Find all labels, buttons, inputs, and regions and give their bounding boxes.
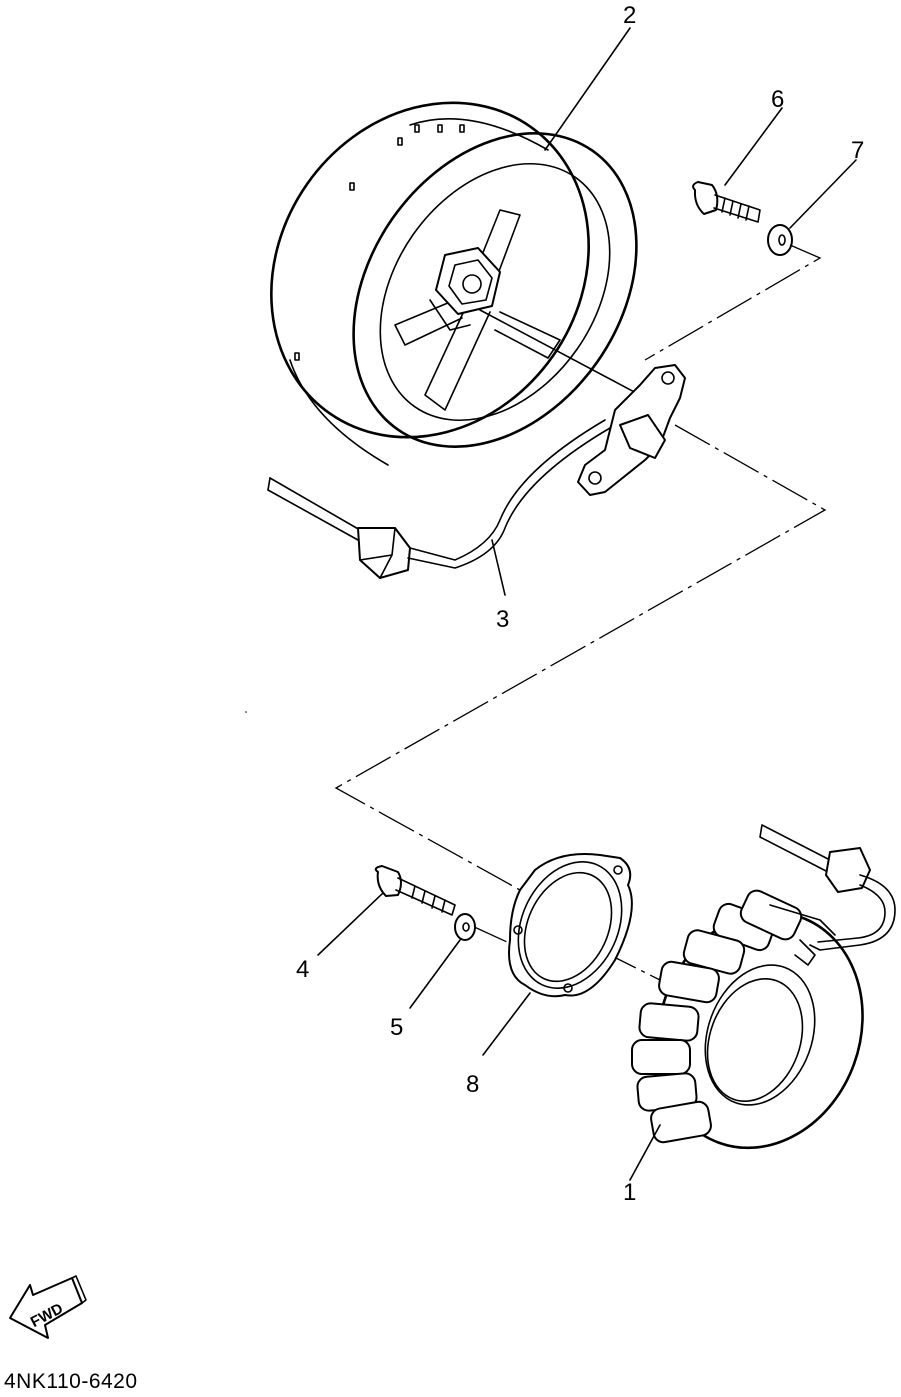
- leader-line-4: [317, 892, 384, 956]
- washer-7: [767, 224, 793, 256]
- diagram-code: 4NK110-6420: [4, 1370, 138, 1392]
- assembly-line-upper: [644, 244, 822, 361]
- rotor-flywheel: [270, 101, 638, 466]
- callout-4: 4: [296, 956, 309, 983]
- stator-coil-assy: [631, 824, 896, 1150]
- callout-8: 8: [466, 1071, 479, 1098]
- leader-line-6: [724, 107, 783, 186]
- pickup-coil: [267, 364, 686, 579]
- bolt-6: [692, 181, 761, 223]
- callout-2: 2: [623, 2, 636, 29]
- leader-line-1: [629, 1124, 661, 1181]
- assembly-line-washer: [469, 924, 521, 949]
- callout-7: 7: [851, 137, 864, 164]
- assembly-line-middle: [334, 424, 827, 891]
- washer-5: [454, 913, 476, 941]
- callout-5: 5: [390, 1014, 403, 1041]
- leader-line-8: [482, 992, 531, 1056]
- leader-line-2: [544, 27, 631, 151]
- stray-dot: [245, 711, 247, 713]
- fwd-arrow-icon: FWD: [9, 1275, 87, 1339]
- callout-6: 6: [771, 86, 784, 113]
- center-line: [479, 309, 641, 396]
- gasket-plate-8: [508, 853, 633, 998]
- leader-line-3: [491, 539, 506, 596]
- leader-line-5: [409, 939, 461, 1009]
- callout-3: 3: [496, 606, 509, 633]
- bolt-4: [374, 865, 456, 916]
- leader-line-7: [789, 159, 857, 229]
- callout-1: 1: [623, 1179, 636, 1206]
